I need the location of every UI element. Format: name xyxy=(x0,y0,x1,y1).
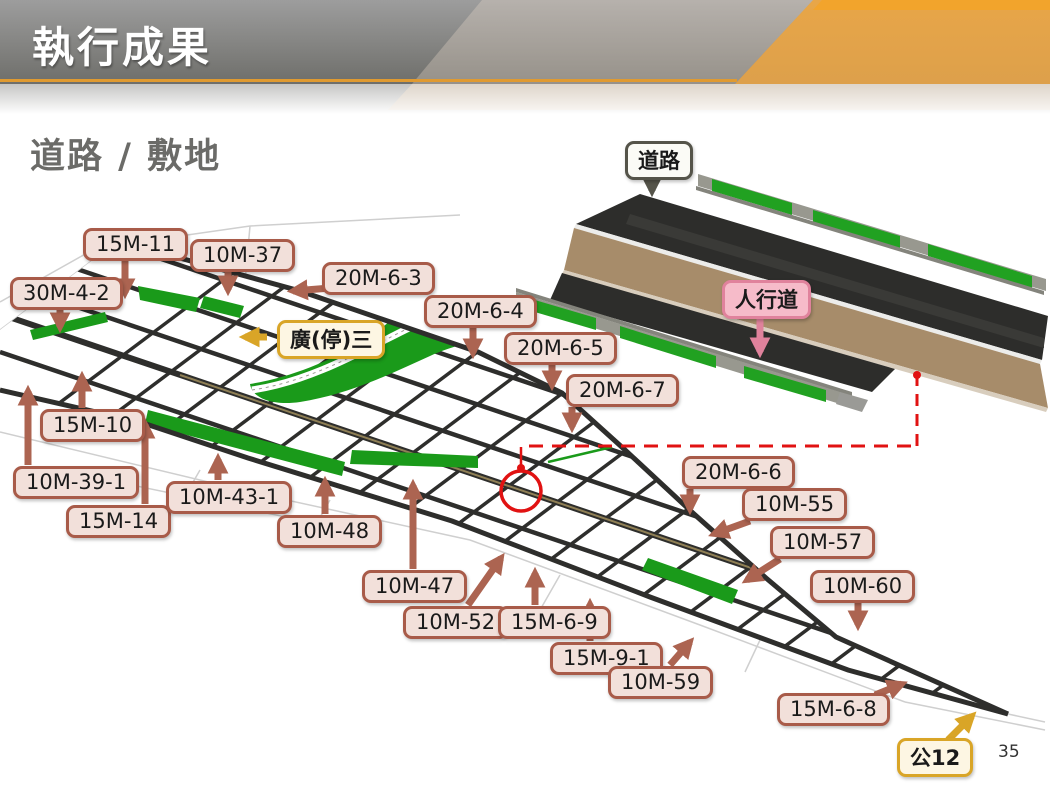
map-label: 10M-48 xyxy=(277,515,383,548)
map-label: 20M-6-4 xyxy=(424,295,537,328)
map-label: 10M-47 xyxy=(362,570,468,603)
map-label: 15M-14 xyxy=(66,505,172,538)
map-label: 20M-6-7 xyxy=(566,374,679,407)
header-orange-top-strip xyxy=(813,0,1050,10)
parking-label: 廣(停)三 xyxy=(277,320,386,359)
park-label: 公12 xyxy=(897,738,974,777)
slide-subtitle: 道路 / 敷地 xyxy=(30,137,222,177)
map-label: 10M-43-1 xyxy=(166,481,293,514)
header-reflection-beige xyxy=(388,84,1050,110)
page-title: 執行成果 xyxy=(32,23,213,72)
map-label: 10M-37 xyxy=(190,239,296,272)
map-label: 10M-55 xyxy=(742,488,848,521)
page-number: 35 xyxy=(998,742,1020,762)
header-bar: 執行成果 xyxy=(0,0,1050,84)
map-label: 20M-6-6 xyxy=(682,456,795,489)
legend-road-label: 道路 xyxy=(625,141,693,180)
road-cross-section-illustration xyxy=(516,174,1048,412)
map-label: 15M-6-8 xyxy=(777,693,890,726)
map-label: 15M-11 xyxy=(83,228,189,261)
map-label: 15M-9-1 xyxy=(550,642,663,675)
map-label: 10M-59 xyxy=(608,666,714,699)
map-label: 10M-52 xyxy=(403,606,509,639)
legend-sidewalk-label: 人行道 xyxy=(722,280,811,319)
map-label: 15M-6-9 xyxy=(498,606,611,639)
header-overlay-shape xyxy=(412,0,813,84)
map-label: 20M-6-5 xyxy=(504,332,617,365)
map-label: 10M-57 xyxy=(770,526,876,559)
map-label: 10M-60 xyxy=(810,570,916,603)
map-label: 15M-10 xyxy=(40,409,146,442)
header-accent-line xyxy=(0,79,737,82)
map-label: 30M-4-2 xyxy=(10,277,123,310)
map-label: 20M-6-3 xyxy=(322,262,435,295)
map-label: 10M-39-1 xyxy=(13,466,140,499)
